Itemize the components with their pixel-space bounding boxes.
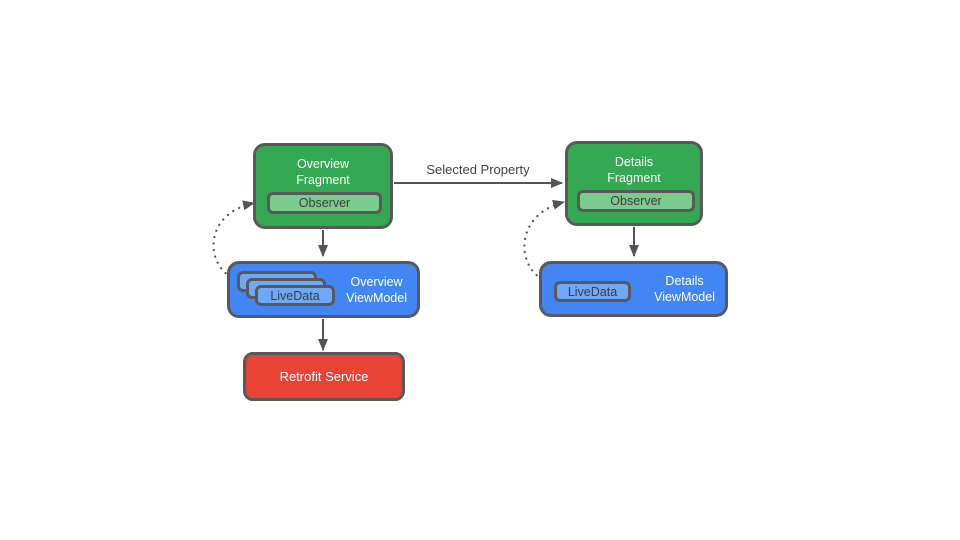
overview-fragment-title-line1: Overview [296,157,350,171]
overview-livedata-label: LiveData [270,288,320,303]
overview-viewmodel-title-line2: ViewModel [346,290,407,305]
overview-viewmodel-title: Overview ViewModel [346,274,407,306]
details-observer-box: Observer [577,190,695,212]
details-viewmodel-title-line2: ViewModel [654,290,715,304]
node-details-viewmodel: LiveData Details ViewModel [539,261,728,317]
overview-fragment-title-line2: Fragment [296,173,350,187]
node-details-fragment: Details Fragment Observer [565,141,703,226]
details-viewmodel-title: Details ViewModel [654,273,715,305]
overview-observer-box: Observer [267,192,382,214]
overview-livedata-box: LiveData [255,285,335,306]
overview-viewmodel-title-line1: Overview [350,274,403,289]
overview-observer-label: Observer [298,196,351,210]
details-livedata-label: LiveData [567,284,618,299]
details-fragment-title-line2: Fragment [607,171,661,185]
node-retrofit-service: Retrofit Service [243,352,405,401]
details-observer-label: Observer [610,194,662,208]
details-fragment-title-line1: Details [614,155,654,169]
details-fragment-title: Details Fragment [568,144,700,186]
node-overview-fragment: Overview Fragment Observer [253,143,393,229]
details-viewmodel-title-line1: Details [665,274,704,288]
overview-fragment-title: Overview Fragment [256,146,390,188]
retrofit-service-label: Retrofit Service [279,368,369,384]
details-livedata-box: LiveData [554,281,631,302]
node-overview-viewmodel: LiveData Overview ViewModel [227,261,420,318]
edge-label-selected-property: Selected Property [426,162,530,177]
